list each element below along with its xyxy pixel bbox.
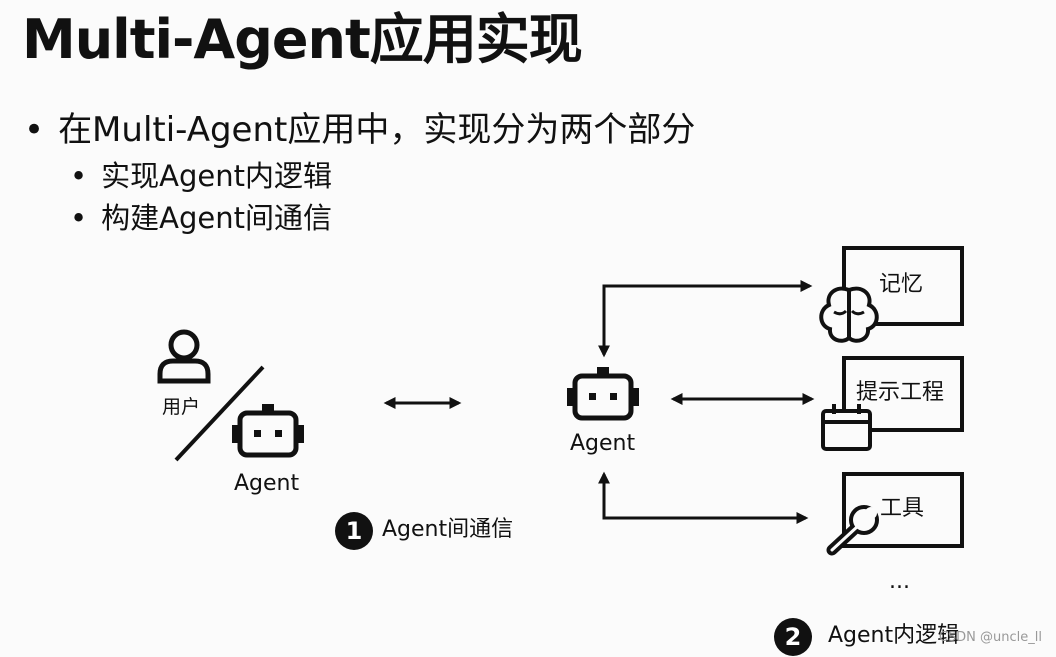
sub-bullet: • 构建Agent间通信: [70, 200, 332, 238]
brain-icon: [819, 286, 879, 343]
robot-icon: [232, 404, 304, 458]
main-bullet: • 在Multi-Agent应用中，实现分为两个部分: [24, 108, 695, 152]
left-agent-label: Agent: [234, 471, 300, 496]
step-1-label: Agent间通信: [382, 517, 514, 542]
tools-connector: [598, 471, 809, 524]
prompt-engineering-box: [842, 356, 964, 432]
tools-label: 工具: [880, 496, 925, 521]
divider-slash: [174, 365, 265, 462]
bullet-dot: •: [24, 110, 45, 150]
wrench-icon: [826, 505, 879, 556]
page-title: Multi-Agent应用实现: [22, 8, 583, 71]
step-2-label: Agent内逻辑: [828, 623, 960, 648]
memory-label: 记忆: [879, 272, 924, 297]
sub-bullet-text: 实现Agent内逻辑: [101, 159, 332, 193]
memory-connector: [598, 280, 813, 358]
center-agent-label: Agent: [570, 431, 636, 456]
prompt-engineering-label: 提示工程: [856, 380, 945, 405]
more-ellipsis: ...: [889, 569, 910, 594]
step-2-badge: 2: [774, 618, 812, 656]
user-label: 用户: [162, 396, 201, 418]
sub-bullet-text: 构建Agent间通信: [101, 201, 332, 235]
bullet-dot: •: [70, 201, 88, 235]
sub-bullet: • 实现Agent内逻辑: [70, 158, 332, 196]
bullet-dot: •: [70, 159, 88, 193]
main-bullet-text: 在Multi-Agent应用中，实现分为两个部分: [58, 110, 696, 150]
watermark: CSDN @uncle_ll: [938, 630, 1042, 645]
robot-icon: [567, 367, 639, 421]
calendar-icon: [821, 404, 872, 451]
step-1-badge: 1: [335, 512, 373, 550]
user-icon: [157, 329, 211, 384]
